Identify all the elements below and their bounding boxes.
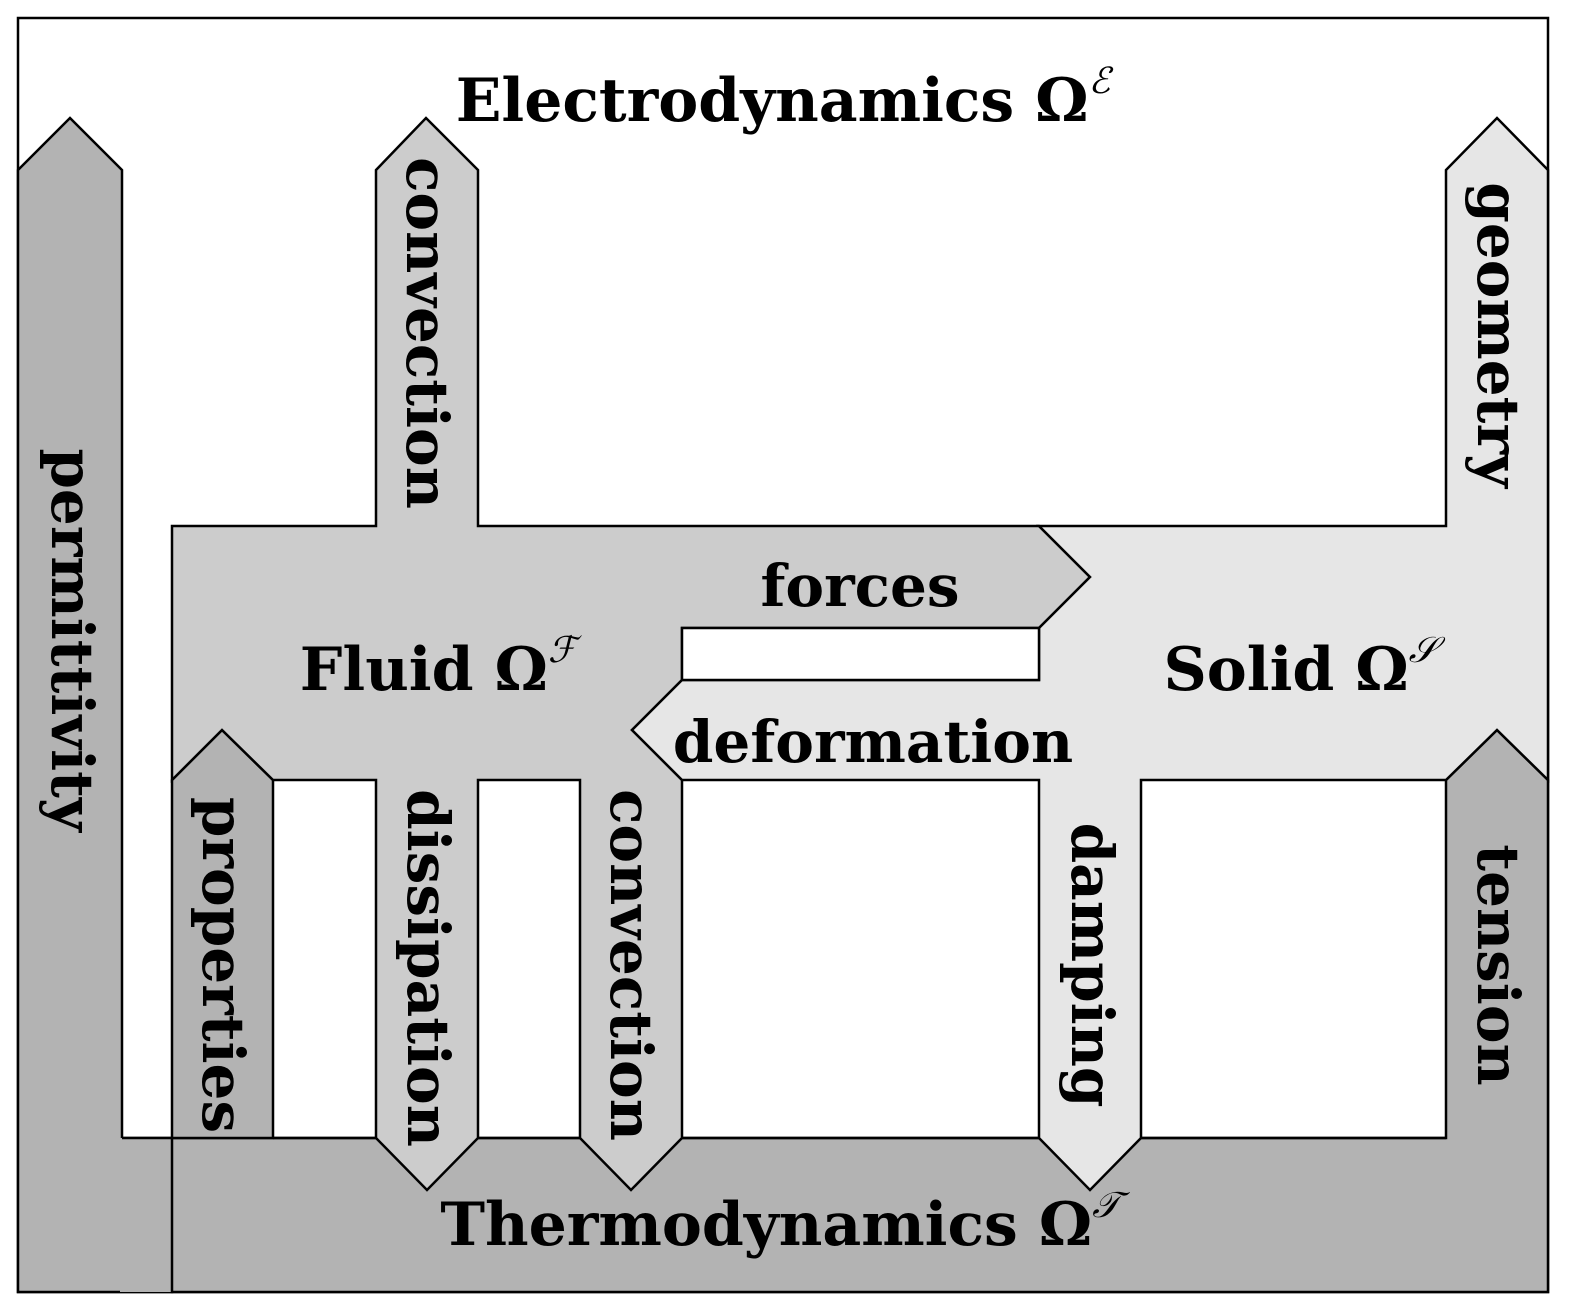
properties-label: properties xyxy=(189,797,257,1133)
permittivity-label: permittivity xyxy=(38,448,106,834)
tension-label: tension xyxy=(1464,844,1532,1085)
electrodynamics-title: Electrodynamics Ωℰ xyxy=(456,61,1114,136)
convection-upper-label: convection xyxy=(393,157,461,509)
convection-lower-label: convection xyxy=(597,789,665,1141)
damping-label: damping xyxy=(1058,823,1126,1108)
deformation-label: deformation xyxy=(673,708,1073,776)
fluid-title: Fluid Ωℱ xyxy=(300,630,582,705)
geometry-label: geometry xyxy=(1464,182,1532,490)
forces-deformation-gap xyxy=(680,626,1041,682)
forces-label: forces xyxy=(760,552,959,620)
solid-title: Solid Ω𝒮 xyxy=(1163,630,1445,705)
dissipation-label: dissipation xyxy=(394,789,462,1147)
thermodynamics-title: Thermodynamics Ω𝒯 xyxy=(440,1185,1130,1260)
